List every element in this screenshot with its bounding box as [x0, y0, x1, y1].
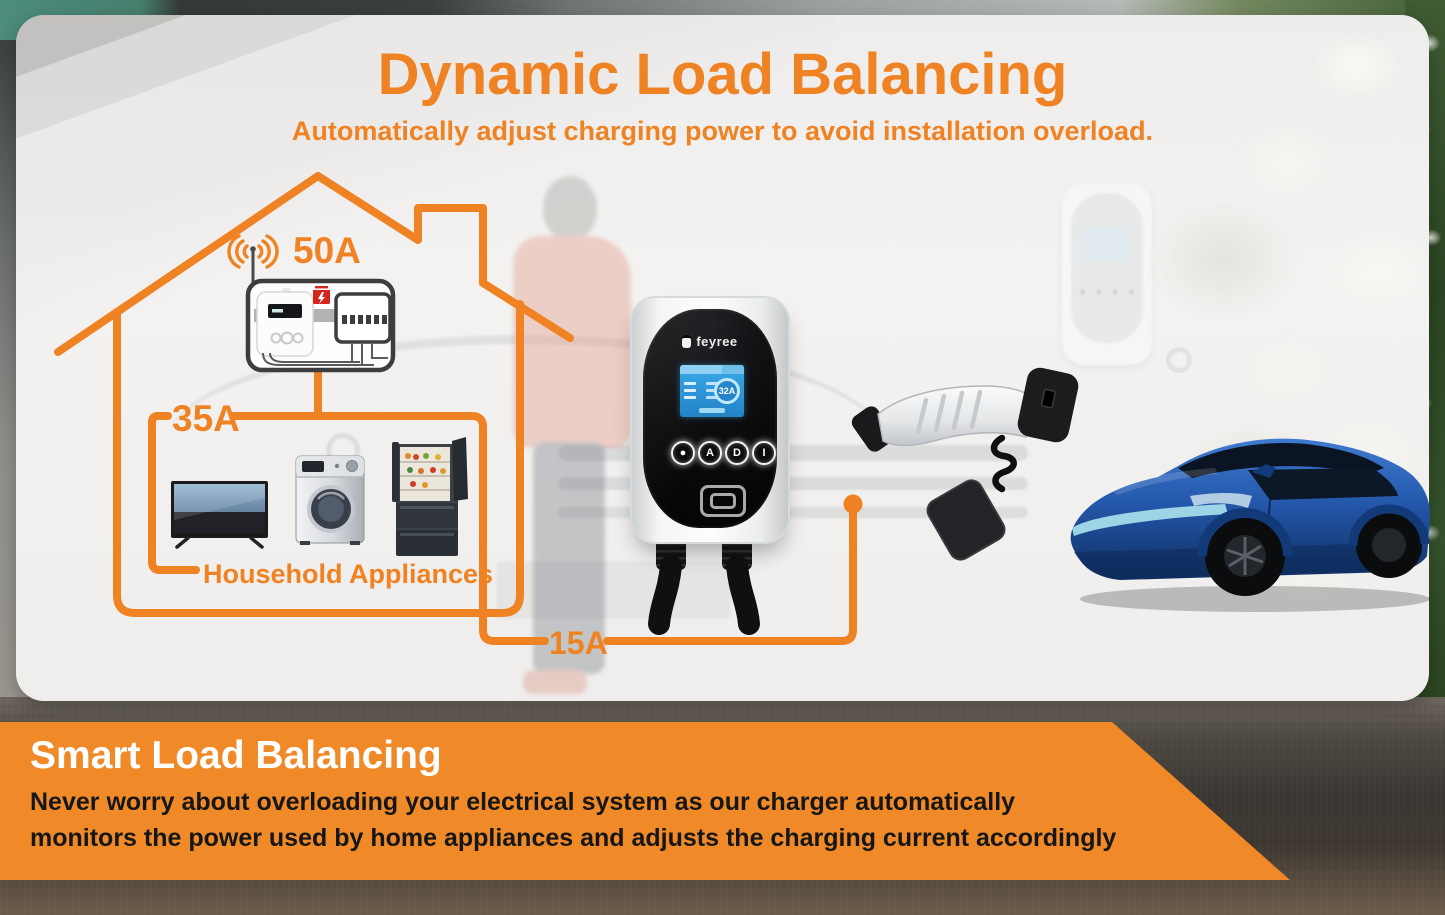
- current-flow-lines: [148, 368, 863, 645]
- charger-cables: [648, 534, 760, 635]
- split-line: [229, 412, 549, 645]
- supply-amp-label: 50A: [293, 230, 361, 271]
- content-card: Dynamic Load Balancing Automatically adj…: [16, 15, 1429, 701]
- rfid-reader-inner: [710, 493, 736, 509]
- charger-power-button[interactable]: ●: [671, 441, 695, 465]
- faded-license-plate: [496, 561, 731, 619]
- charger-mode-button[interactable]: I: [752, 441, 776, 465]
- faded-grille-bar: [558, 507, 1028, 518]
- faded-person-pants: [533, 442, 605, 674]
- faded-hydrangea-flowers: [1136, 25, 1426, 701]
- wifi-icon: [227, 234, 279, 285]
- screen-status-bar: [680, 365, 744, 374]
- house-roof: [54, 172, 574, 356]
- panel-wires: [262, 342, 388, 366]
- breaker-bank: [334, 292, 392, 344]
- faded-car-hood: [166, 335, 886, 555]
- brand-name: feyree: [696, 333, 738, 349]
- bottom-banner: Smart Load Balancing Never worry about o…: [0, 722, 1290, 880]
- banner-body-line2: monitors the power used by home applianc…: [30, 824, 1117, 852]
- refrigerator: [392, 437, 468, 556]
- appliances-bracket: [148, 412, 200, 574]
- washing-machine: [295, 455, 365, 545]
- faded-garage-roof: [16, 15, 836, 335]
- distribution-panel: [245, 278, 396, 373]
- charger-amp-label: 15A: [549, 625, 608, 661]
- screen-data-row: [684, 396, 696, 399]
- banner-body-line1: Never worry about overloading your elect…: [30, 788, 1016, 816]
- screen-timer-bar: [699, 408, 725, 413]
- house-walls: [113, 300, 524, 617]
- fridge-food: [405, 453, 446, 488]
- brand-logo-icon: [682, 334, 692, 348]
- ev-line: [603, 508, 857, 645]
- rfid-reader-icon: [700, 485, 746, 517]
- lightning-warning-icon: [313, 284, 330, 304]
- screen-current-badge: 32A: [714, 378, 740, 404]
- wallbox-charger: feyree 32A ● A D I: [630, 296, 790, 544]
- faded-wall-charger-buttons: [1078, 287, 1136, 297]
- page-subtitle: Automatically adjust charging power to a…: [291, 116, 1154, 146]
- faded-person: [495, 170, 645, 700]
- television: [171, 481, 268, 549]
- charger-delay-button[interactable]: D: [725, 441, 749, 465]
- faded-person-head: [543, 176, 597, 240]
- banner-heading: Smart Load Balancing: [30, 734, 442, 777]
- charger-brand: feyree: [643, 333, 777, 349]
- screen-data-row: [684, 382, 696, 385]
- charger-screen: 32A: [680, 365, 744, 417]
- charger-amp-button[interactable]: A: [698, 441, 722, 465]
- faded-person-shirt: [513, 236, 631, 448]
- charger-gloss-reflection: [643, 309, 777, 528]
- ev-plug-connector: [851, 367, 1079, 561]
- house-outline: [54, 172, 574, 617]
- ev-line-endpoint-dot: [843, 494, 863, 514]
- charger-face-panel: feyree 32A ● A D I: [643, 309, 777, 528]
- faded-wall-charger-screen: [1084, 227, 1130, 261]
- smart-meter: [256, 288, 314, 357]
- page-title: Dynamic Load Balancing: [377, 42, 1068, 107]
- faded-wall-charger-face: [1071, 193, 1143, 343]
- faded-person-shoe: [523, 670, 587, 694]
- appliances-amp-label: 35A: [172, 398, 240, 439]
- screen-data-row: [684, 389, 696, 392]
- ev-car: [1070, 438, 1431, 612]
- appliances-caption: Household Appliances: [203, 559, 493, 589]
